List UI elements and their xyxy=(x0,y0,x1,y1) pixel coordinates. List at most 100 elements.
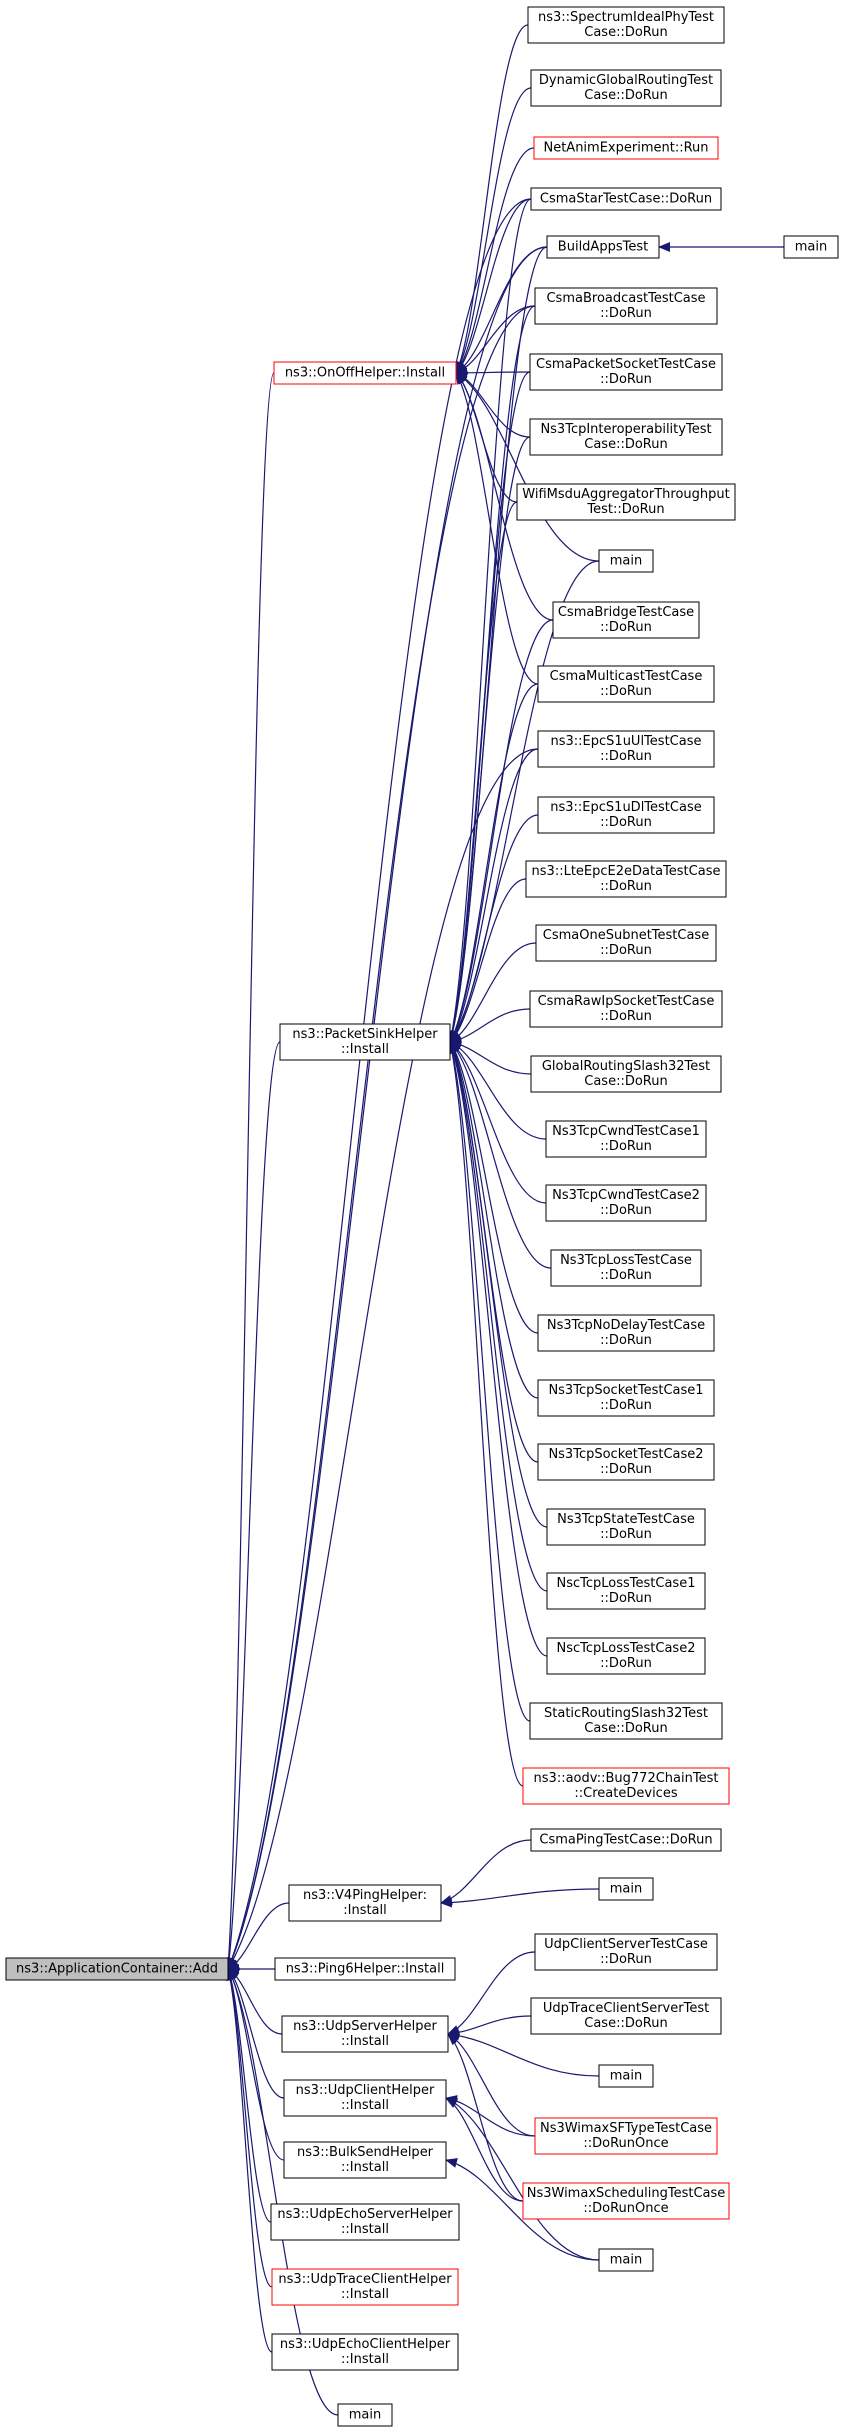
node-box[interactable] xyxy=(530,69,722,107)
node-box[interactable] xyxy=(283,2079,447,2117)
node-wimaxsf[interactable]: Ns3WimaxSFTypeTestCase::DoRunOnce xyxy=(534,2117,718,2155)
node-buildapps[interactable]: BuildAppsTest xyxy=(546,235,660,259)
node-tcpstate[interactable]: Ns3TcpStateTestCase::DoRun xyxy=(546,1508,706,1546)
node-nscloss1[interactable]: NscTcpLossTestCase1::DoRun xyxy=(546,1572,706,1610)
node-epcul[interactable]: ns3::EpcS1uUlTestCase::DoRun xyxy=(537,730,715,768)
node-box[interactable] xyxy=(598,549,654,573)
node-box[interactable] xyxy=(534,287,718,325)
node-box[interactable] xyxy=(537,1314,715,1352)
node-tcpcwnd1[interactable]: Ns3TcpCwndTestCase1::DoRun xyxy=(545,1120,707,1158)
node-main-onoff[interactable]: main xyxy=(598,549,654,573)
node-main-top[interactable]: main xyxy=(783,235,839,259)
node-box[interactable] xyxy=(537,665,715,703)
node-box[interactable] xyxy=(281,2015,449,2053)
node-csmamulticast[interactable]: CsmaMulticastTestCase::DoRun xyxy=(537,665,715,703)
node-box[interactable] xyxy=(546,1637,706,1675)
node-box[interactable] xyxy=(525,860,727,898)
node-bulksend[interactable]: ns3::BulkSendHelper::Install xyxy=(283,2141,447,2179)
node-box[interactable] xyxy=(271,2268,459,2306)
node-box[interactable] xyxy=(270,2203,460,2241)
node-box[interactable] xyxy=(537,1443,715,1481)
node-tcpnodelay[interactable]: Ns3TcpNoDelayTestCase::DoRun xyxy=(537,1314,715,1352)
node-csmastar[interactable]: CsmaStarTestCase::DoRun xyxy=(530,187,722,211)
node-udpechoclient[interactable]: ns3::UdpEchoClientHelper::Install xyxy=(271,2333,459,2371)
node-packetsink[interactable]: ns3::PacketSinkHelper::Install xyxy=(279,1023,451,1061)
node-box[interactable] xyxy=(552,601,700,639)
node-wimaxsched[interactable]: Ns3WimaxSchedulingTestCase::DoRunOnce xyxy=(522,2182,730,2220)
node-box[interactable] xyxy=(537,1379,715,1417)
node-box[interactable] xyxy=(273,361,457,385)
node-csmabridge[interactable]: CsmaBridgeTestCase::DoRun xyxy=(552,601,700,639)
node-csmapacket[interactable]: CsmaPacketSocketTestCase::DoRun xyxy=(529,353,723,391)
node-box[interactable] xyxy=(271,2333,459,2371)
node-tcpsocket1[interactable]: Ns3TcpSocketTestCase1::DoRun xyxy=(537,1379,715,1417)
node-box[interactable] xyxy=(522,1767,730,1805)
node-box[interactable] xyxy=(529,418,723,456)
node-box[interactable] xyxy=(598,2248,654,2272)
node-box[interactable] xyxy=(283,2141,447,2179)
node-box[interactable] xyxy=(279,1023,451,1061)
node-main-v4[interactable]: main xyxy=(598,1877,654,1901)
node-box[interactable] xyxy=(533,136,719,160)
node-tcpcwnd2[interactable]: Ns3TcpCwndTestCase2::DoRun xyxy=(545,1184,707,1222)
node-main-udp[interactable]: main xyxy=(598,2064,654,2088)
node-ping6[interactable]: ns3::Ping6Helper::Install xyxy=(274,1957,456,1981)
node-box[interactable] xyxy=(534,2117,718,2155)
node-csmabroadcast[interactable]: CsmaBroadcastTestCase::DoRun xyxy=(534,287,718,325)
node-box[interactable] xyxy=(598,2064,654,2088)
node-box[interactable] xyxy=(535,924,717,962)
node-box[interactable] xyxy=(550,1249,702,1287)
node-box[interactable] xyxy=(546,1508,706,1546)
node-csmarawip[interactable]: CsmaRawIpSocketTestCase::DoRun xyxy=(529,990,723,1028)
node-box[interactable] xyxy=(5,1957,229,1981)
node-box[interactable] xyxy=(546,235,660,259)
node-box[interactable] xyxy=(545,1184,707,1222)
node-udpserver[interactable]: ns3::UdpServerHelper::Install xyxy=(281,2015,449,2053)
node-box[interactable] xyxy=(783,235,839,259)
node-udpechoserver[interactable]: ns3::UdpEchoServerHelper::Install xyxy=(270,2203,460,2241)
node-v4ping[interactable]: ns3::V4PingHelper::Install xyxy=(288,1884,442,1922)
node-tcpsocket2[interactable]: Ns3TcpSocketTestCase2::DoRun xyxy=(537,1443,715,1481)
node-onoff[interactable]: ns3::OnOffHelper::Install xyxy=(273,361,457,385)
node-lteepc[interactable]: ns3::LteEpcE2eDataTestCase::DoRun xyxy=(525,860,727,898)
node-box[interactable] xyxy=(274,1957,456,1981)
node-main-root[interactable]: main xyxy=(337,2403,393,2427)
node-box[interactable] xyxy=(598,1877,654,1901)
node-box[interactable] xyxy=(529,353,723,391)
node-aodv[interactable]: ns3::aodv::Bug772ChainTest::CreateDevice… xyxy=(522,1767,730,1805)
node-nscloss2[interactable]: NscTcpLossTestCase2::DoRun xyxy=(546,1637,706,1675)
node-box[interactable] xyxy=(288,1884,442,1922)
node-box[interactable] xyxy=(337,2403,393,2427)
node-box[interactable] xyxy=(516,483,736,521)
node-box[interactable] xyxy=(546,1572,706,1610)
node-box[interactable] xyxy=(530,1828,722,1852)
node-udptraceclient[interactable]: ns3::UdpTraceClientHelper::Install xyxy=(271,2268,459,2306)
node-csmaonesubnet[interactable]: CsmaOneSubnetTestCase::DoRun xyxy=(535,924,717,962)
node-box[interactable] xyxy=(529,1702,723,1740)
node-box[interactable] xyxy=(530,187,722,211)
node-epcdl[interactable]: ns3::EpcS1uDlTestCase::DoRun xyxy=(537,796,715,834)
node-box[interactable] xyxy=(537,730,715,768)
node-box[interactable] xyxy=(530,1055,722,1093)
node-box[interactable] xyxy=(545,1120,707,1158)
node-box[interactable] xyxy=(522,2182,730,2220)
node-box[interactable] xyxy=(534,1933,718,1971)
node-udpclient[interactable]: ns3::UdpClientHelper::Install xyxy=(283,2079,447,2117)
node-tcploss[interactable]: Ns3TcpLossTestCase::DoRun xyxy=(550,1249,702,1287)
node-netanim[interactable]: NetAnimExperiment::Run xyxy=(533,136,719,160)
node-udpclientserver[interactable]: UdpClientServerTestCase::DoRun xyxy=(534,1933,718,1971)
node-box[interactable] xyxy=(537,796,715,834)
node-box[interactable] xyxy=(527,6,725,44)
node-csmaping[interactable]: CsmaPingTestCase::DoRun xyxy=(530,1828,722,1852)
node-box[interactable] xyxy=(529,990,723,1028)
node-box[interactable] xyxy=(530,1997,722,2035)
node-main-bulk[interactable]: main xyxy=(598,2248,654,2272)
node-root[interactable]: ns3::ApplicationContainer::Add xyxy=(5,1957,229,1981)
